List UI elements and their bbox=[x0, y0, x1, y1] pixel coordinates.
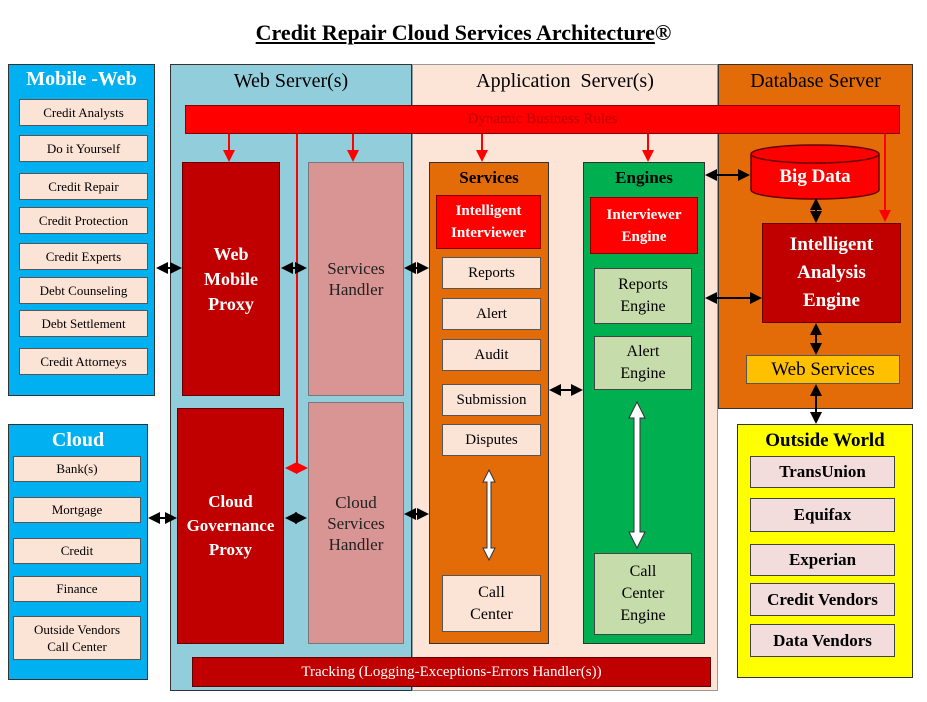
dynamic-business-rules-bar: Dynamic Business Rules bbox=[185, 105, 900, 134]
title-text: Credit Repair Cloud Services Architectur… bbox=[255, 20, 655, 45]
mobile-web-item: Credit Protection bbox=[19, 207, 148, 234]
page-title: Credit Repair Cloud Services Architectur… bbox=[0, 20, 927, 46]
database-server-title: Database Server bbox=[750, 70, 881, 92]
intelligent-analysis-engine: Intelligent Analysis Engine bbox=[762, 223, 901, 323]
web-services-box: Web Services bbox=[746, 355, 900, 384]
call-center: Call Center bbox=[442, 575, 541, 632]
services-item-reports: Reports bbox=[442, 257, 541, 289]
cloud-governance-proxy: Cloud Governance Proxy bbox=[177, 408, 284, 644]
interviewer-engine: Interviewer Engine bbox=[590, 197, 698, 254]
outside-world-title: Outside World bbox=[765, 430, 885, 451]
web-server-title: Web Server(s) bbox=[233, 70, 349, 92]
web-mobile-proxy: Web Mobile Proxy bbox=[182, 162, 280, 396]
engines-title: Engines bbox=[615, 168, 673, 187]
services-item-alert: Alert bbox=[442, 298, 541, 330]
alert-engine: Alert Engine bbox=[594, 336, 692, 390]
cloud-item: Mortgage bbox=[13, 497, 141, 523]
reports-engine: Reports Engine bbox=[594, 268, 692, 324]
intelligent-interviewer: Intelligent Interviewer bbox=[436, 195, 541, 249]
services-item-disputes: Disputes bbox=[442, 424, 541, 456]
mobile-web-item: Debt Counseling bbox=[19, 277, 148, 304]
mobile-web-item: Credit Experts bbox=[19, 243, 148, 270]
cloud-services-handler: Cloud Services Handler bbox=[308, 402, 404, 644]
outside-world-item: Data Vendors bbox=[750, 624, 895, 657]
mobile-web-item: Credit Analysts bbox=[19, 99, 148, 126]
cloud-item: Outside Vendors Call Center bbox=[13, 616, 141, 660]
services-title: Services bbox=[459, 168, 519, 187]
services-item-audit: Audit bbox=[442, 339, 541, 371]
mobile-web-item: Do it Yourself bbox=[19, 135, 148, 162]
outside-world-item: Credit Vendors bbox=[750, 583, 895, 616]
app-server-title: Application Server(s) bbox=[476, 70, 654, 92]
title-registered-mark: ® bbox=[654, 20, 672, 45]
services-vertical-arrow bbox=[482, 468, 496, 562]
mobile-web-item: Debt Settlement bbox=[19, 310, 148, 337]
cloud-title: Cloud bbox=[51, 429, 105, 451]
mobile-web-title: Mobile -Web bbox=[26, 68, 137, 90]
big-data-cylinder bbox=[750, 144, 880, 200]
outside-world-item: TransUnion bbox=[750, 456, 895, 488]
services-item-submission: Submission bbox=[442, 384, 541, 416]
mobile-web-item: Credit Attorneys bbox=[19, 348, 148, 375]
cloud-item: Bank(s) bbox=[13, 456, 141, 482]
outside-world-item: Experian bbox=[750, 544, 895, 576]
call-center-engine: Call Center Engine bbox=[594, 553, 692, 635]
cloud-item: Credit bbox=[13, 538, 141, 564]
mobile-web-item: Credit Repair bbox=[19, 173, 148, 200]
engines-vertical-arrow bbox=[628, 400, 646, 550]
tracking-bar: Tracking (Logging-Exceptions-Errors Hand… bbox=[192, 657, 711, 687]
services-handler: Services Handler bbox=[308, 162, 404, 396]
outside-world-item: Equifax bbox=[750, 498, 895, 532]
big-data-label: Big Data bbox=[779, 166, 851, 187]
cloud-item: Finance bbox=[13, 576, 141, 602]
